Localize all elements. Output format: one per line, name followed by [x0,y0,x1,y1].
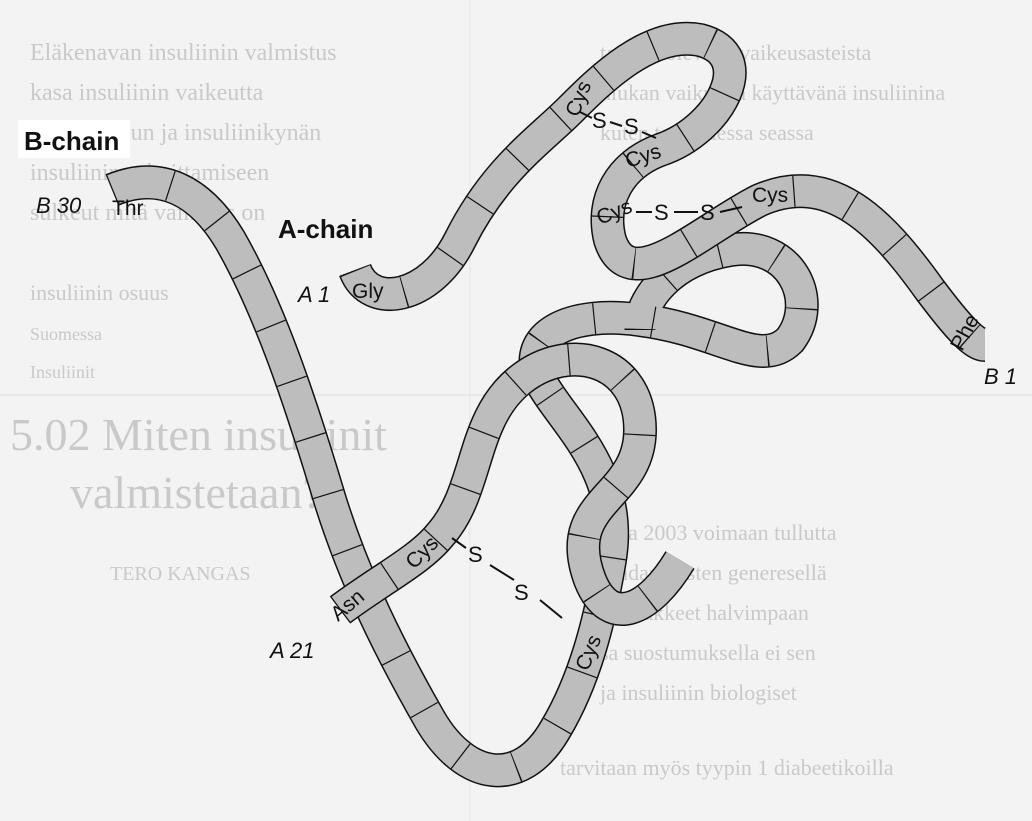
bg-author: TERO KANGAS [110,563,251,585]
bg-line-left-7: Suomessa [30,324,102,344]
bg-line-right-2: hiukan vaikuttaa käyttävänä insuliinina [600,80,945,105]
residue-thr: Thr [112,197,144,220]
b-chain-label: B-chain [24,126,119,156]
sulfur-atom: S [592,108,607,133]
sulfur-atom: S [700,200,715,225]
a-chain-label: A-chain [278,214,373,244]
bg-heading-2: valmistetaan? [70,467,323,518]
residue-cys-4: Cys [752,184,788,207]
bg-line-right-7: sa suostumuksella ei sen [600,640,816,665]
bg-line-left-6: insuliinin osuus [30,280,169,305]
bg-line-right-8: ja insuliinin biologiset [599,680,797,705]
sulfur-atom: S [624,114,639,139]
bg-line-right-5: johdannaisten generesellä [599,560,827,585]
sulfur-atom: S [514,580,529,605]
bg-line-right-9: tarvitaan myös tyypin 1 diabeetikoilla [560,755,894,780]
a1-label: A 1 [296,282,330,307]
residue-gly: Gly [352,280,384,303]
bg-line-left-2: kasa insuliinin vaikeutta [30,80,264,106]
bg-line-left-1: Eläkenavan insuliinin valmistus [30,40,337,66]
sulfur-atom: S [654,200,669,225]
bg-line-right-4: ussa 2003 voimaan tullutta [600,520,837,545]
a21-label: A 21 [268,638,314,663]
bg-line-left-8: Insuliinit [30,362,95,382]
sulfur-atom: S [468,542,483,567]
b1-label: B 1 [984,364,1017,389]
b30-label: B 30 [36,193,82,218]
